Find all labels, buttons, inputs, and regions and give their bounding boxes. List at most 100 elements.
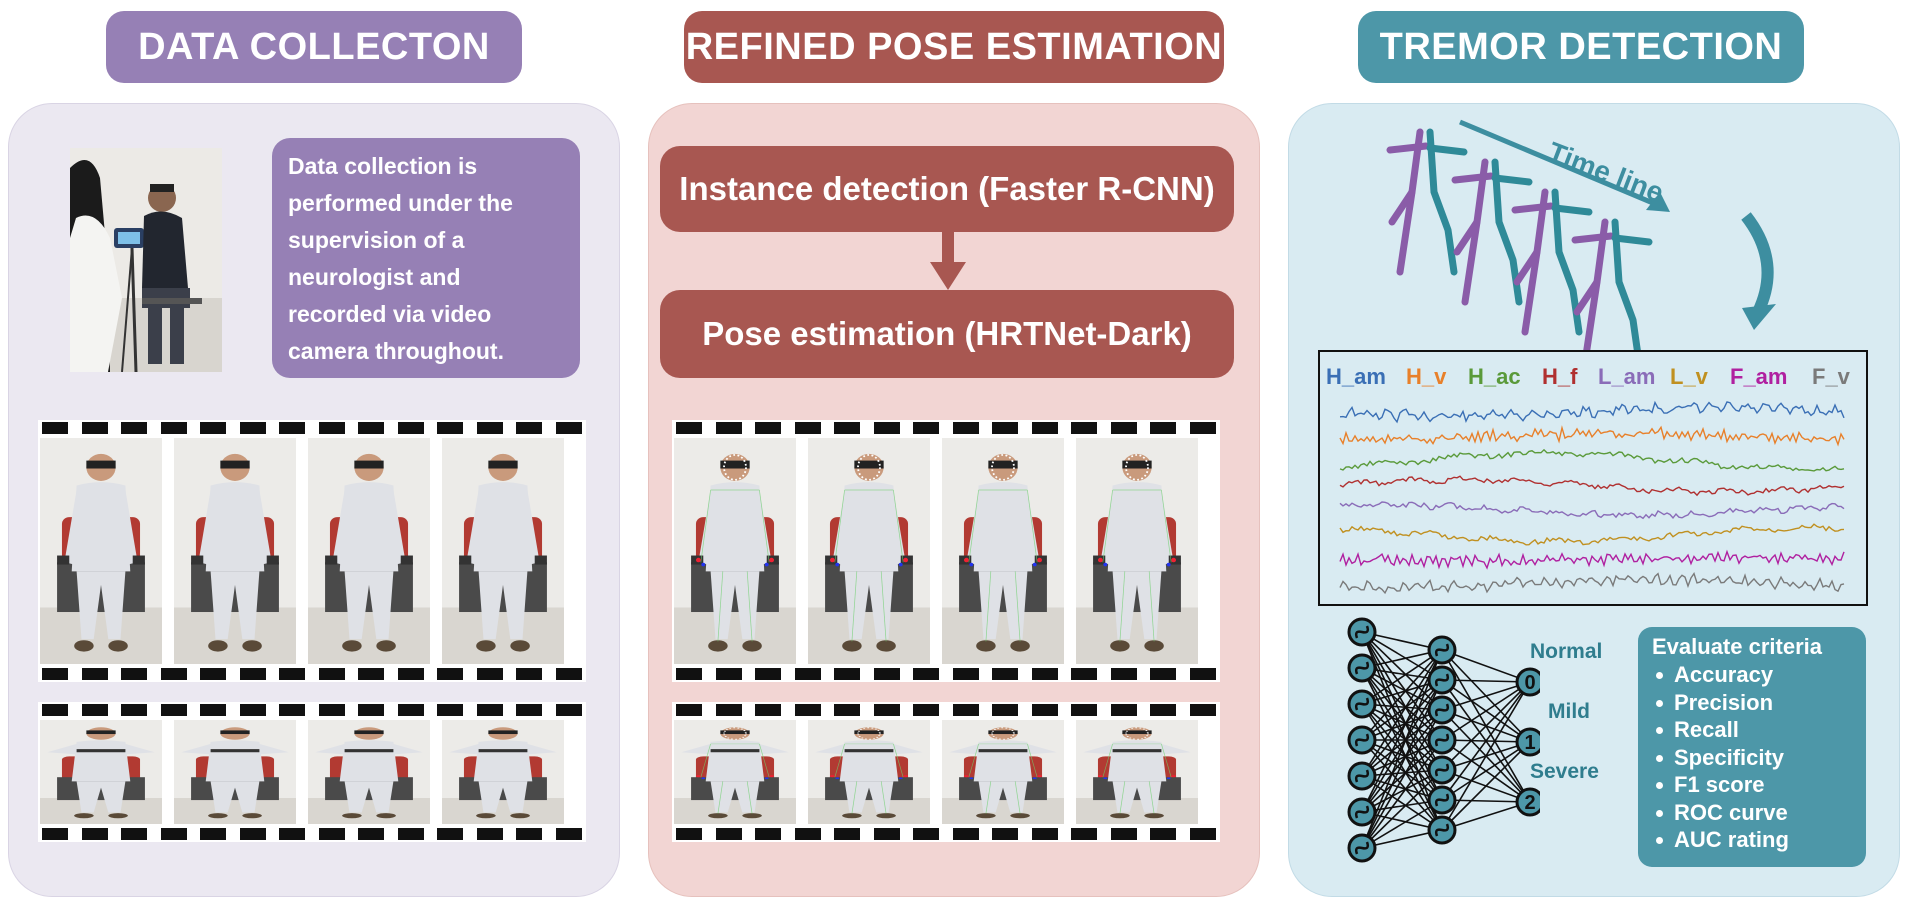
description-line: performed under the: [288, 190, 513, 216]
film-sprocket: [516, 704, 542, 716]
video-frame: [1076, 438, 1198, 664]
video-frame: [308, 720, 430, 824]
film-sprocket: [516, 668, 542, 680]
film-sprocket: [555, 422, 582, 434]
film-sprocket: [437, 704, 463, 716]
film-strip-pose-arms-raised: [672, 702, 1220, 842]
film-sprocket: [1031, 668, 1058, 680]
film-sprocket: [121, 668, 147, 680]
video-frame: [40, 438, 162, 664]
film-sprocket: [1110, 828, 1137, 840]
video-frame: [442, 438, 564, 664]
film-sprocket: [318, 828, 345, 840]
film-sprocket: [81, 668, 108, 680]
output-label-severe: Severe: [1530, 760, 1599, 783]
output-node-label: 2: [1524, 792, 1535, 814]
film-sprocket: [873, 422, 900, 434]
header-tremor-detection: TREMOR DETECTION: [1358, 11, 1804, 83]
film-sprocket: [437, 668, 463, 680]
film-sprocket: [755, 422, 781, 434]
description-line: recorded via video: [288, 301, 492, 327]
signal-label-l-am: L_am: [1598, 364, 1656, 389]
film-sprocket: [715, 422, 742, 434]
film-sprocket: [1150, 668, 1176, 680]
film-sprocket: [794, 668, 821, 680]
film-sprocket: [715, 828, 742, 840]
film-sprocket: [1071, 668, 1097, 680]
output-node-label: 0: [1524, 672, 1535, 694]
film-sprocket: [239, 828, 266, 840]
film-sprocket: [992, 668, 1018, 680]
neural-network-diagram: 0 1 2: [1347, 617, 1540, 863]
video-frame: [40, 720, 162, 824]
criteria-item-accuracy: Accuracy: [1652, 661, 1852, 689]
film-sprocket: [1189, 704, 1216, 716]
film-sprocket: [318, 668, 345, 680]
film-sprocket: [397, 422, 424, 434]
film-sprocket: [239, 668, 266, 680]
criteria-item-roc-curve: ROC curve: [1652, 799, 1852, 827]
film-sprocket: [42, 422, 68, 434]
video-frame: [808, 438, 930, 664]
film-strip-arms-raised: [38, 702, 586, 842]
film-sprocket: [1110, 704, 1137, 716]
film-sprocket: [555, 704, 582, 716]
film-sprocket: [358, 668, 384, 680]
signal-label-l-v: L_v: [1670, 364, 1708, 389]
film-sprocket: [676, 704, 702, 716]
video-frame: [174, 438, 296, 664]
video-frame: [674, 438, 796, 664]
video-frame: [942, 720, 1064, 824]
description-line: Data collection is: [288, 153, 478, 179]
film-sprocket: [160, 668, 187, 680]
film-sprocket: [516, 828, 542, 840]
film-sprocket: [992, 422, 1018, 434]
film-strip-pose-sitting: [672, 420, 1220, 682]
video-frame: [1076, 720, 1198, 824]
film-sprocket: [358, 422, 384, 434]
evaluation-criteria-box: Evaluate criteria Accuracy Precision Rec…: [1638, 627, 1866, 867]
film-sprocket: [715, 668, 742, 680]
film-sprocket: [239, 422, 266, 434]
film-sprocket: [200, 704, 226, 716]
film-sprocket: [81, 704, 108, 716]
film-sprocket: [318, 422, 345, 434]
film-sprocket: [913, 422, 939, 434]
film-sprocket: [952, 828, 979, 840]
film-sprocket: [1071, 422, 1097, 434]
film-strip-sitting: [38, 420, 586, 682]
video-frame: [942, 438, 1064, 664]
film-sprocket: [476, 704, 503, 716]
output-node-label: 1: [1524, 732, 1535, 754]
film-sprocket: [358, 828, 384, 840]
description-line: neurologist and: [288, 264, 461, 290]
film-sprocket: [1189, 422, 1216, 434]
instance-detection-box: Instance detection (Faster R-CNN): [660, 146, 1234, 232]
film-sprocket: [794, 422, 821, 434]
film-sprocket: [834, 828, 860, 840]
film-sprocket: [121, 422, 147, 434]
film-sprocket: [476, 668, 503, 680]
film-sprocket: [200, 828, 226, 840]
film-sprocket: [81, 828, 108, 840]
film-sprocket: [834, 668, 860, 680]
film-sprocket: [952, 704, 979, 716]
video-frame: [174, 720, 296, 824]
film-sprocket: [397, 704, 424, 716]
film-sprocket: [913, 828, 939, 840]
header-refined-pose-estimation: REFINED POSE ESTIMATION: [684, 11, 1224, 83]
criteria-item-auc-rating: AUC rating: [1652, 826, 1852, 854]
signal-label-f-v: F_v: [1812, 364, 1850, 389]
film-sprocket: [555, 828, 582, 840]
tremor-signals-box: H_am H_v H_ac H_f L_am L_v F_am F_v: [1318, 350, 1868, 606]
film-sprocket: [121, 828, 147, 840]
film-sprocket: [755, 668, 781, 680]
film-sprocket: [279, 668, 305, 680]
criteria-item-recall: Recall: [1652, 716, 1852, 744]
film-sprocket: [42, 704, 68, 716]
film-sprocket: [755, 828, 781, 840]
header-data-collection: DATA COLLECTON: [106, 11, 522, 83]
film-sprocket: [1189, 828, 1216, 840]
description-line: supervision of a: [288, 227, 465, 253]
signal-label-h-am: H_am: [1326, 364, 1386, 389]
